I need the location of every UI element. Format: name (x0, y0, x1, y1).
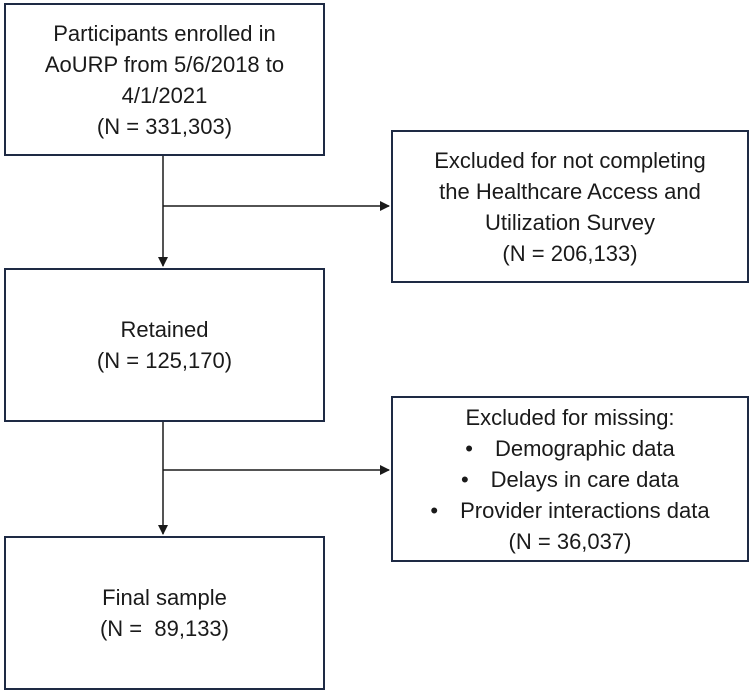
retained-label: Retained (120, 317, 209, 342)
bullet-icon: • (460, 466, 469, 492)
enrolled-line-1: Participants enrolled in (53, 20, 276, 46)
excluded-missing-item-provider: Provider interactions data (460, 497, 710, 523)
retained-box: Retained (N = 125,170) (4, 268, 325, 422)
excluded-missing-item-demographic: Demographic data (494, 435, 675, 461)
list-item: • Demographic data (430, 433, 709, 464)
list-item: • Delays in care data (430, 464, 709, 495)
excluded-survey-line-2: the Healthcare Access and (439, 178, 701, 204)
excluded-missing-count: (N = 36,037) (508, 528, 632, 554)
enrolled-box: Participants enrolled in AoURP from 5/6/… (4, 3, 325, 156)
bullet-icon: • (465, 435, 473, 461)
retained-count: (N = 125,170) (96, 348, 233, 373)
excluded-missing-heading: Excluded for missing: (465, 404, 675, 430)
excluded-survey-line-1: Excluded for not completing (434, 147, 706, 173)
excluded-survey-line-3: Utilization Survey (485, 209, 655, 235)
final-sample-box: Final sample (N = 89,133) (4, 536, 325, 690)
final-count: (N = 89,133) (99, 616, 229, 641)
enrolled-line-3: 4/1/2021 (121, 82, 208, 108)
final-label: Final sample (102, 585, 227, 610)
list-item: • Provider interactions data (430, 495, 709, 526)
excluded-survey-count: (N = 206,133) (502, 240, 638, 266)
enrolled-line-2: AoURP from 5/6/2018 to (44, 51, 285, 77)
excluded-missing-item-delays: Delays in care data (490, 466, 679, 492)
excluded-missing-box: Excluded for missing: • Demographic data … (391, 396, 749, 562)
excluded-missing-list: • Demographic data • Delays in care data •… (430, 433, 709, 526)
excluded-survey-box: Excluded for not completing the Healthca… (391, 130, 749, 283)
enrolled-count: (N = 331,303) (96, 113, 233, 139)
bullet-icon: • (430, 497, 439, 523)
